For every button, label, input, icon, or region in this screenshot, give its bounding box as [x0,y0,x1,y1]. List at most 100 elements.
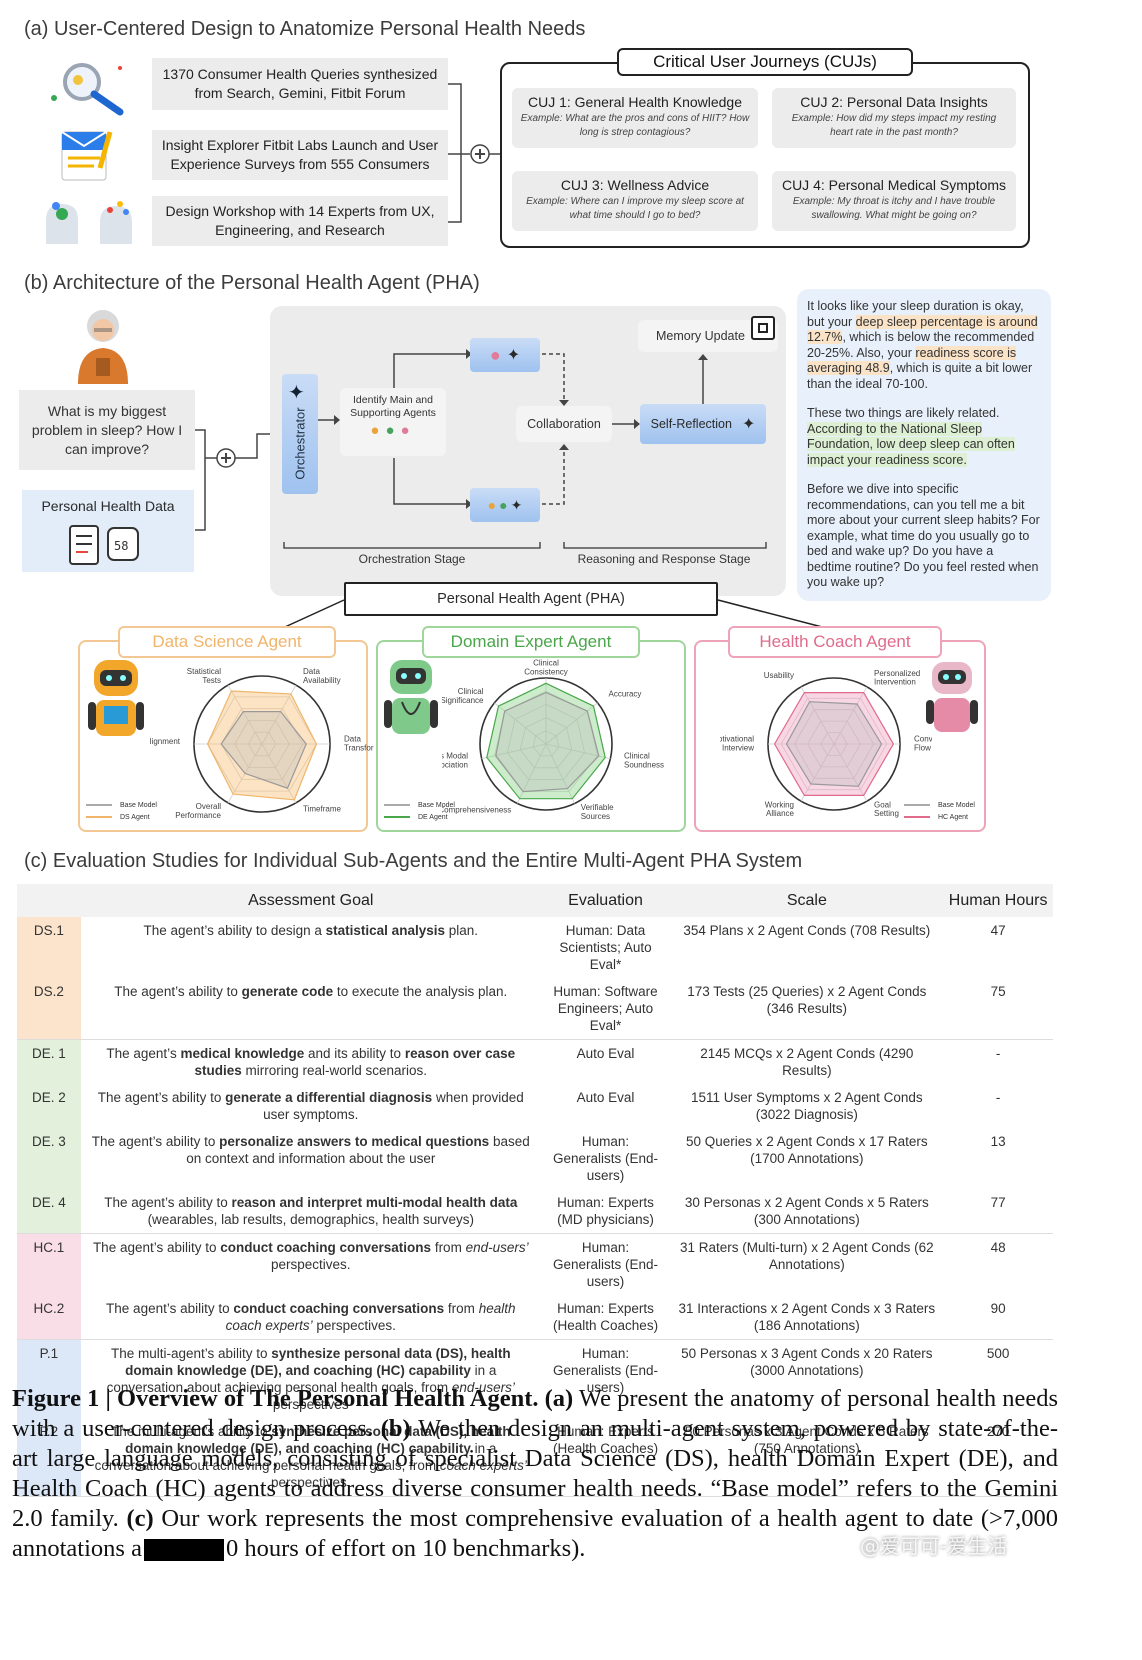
sparkle-icon: ✦ [741,416,756,433]
row-evaluation: Human: Experts (Health Coaches) [540,1418,671,1497]
de-legend: Base Model DE Agent [384,800,455,824]
hc-robot-icon [926,658,980,738]
row-goal: The agent’s ability to reason and interp… [80,1189,541,1234]
user-avatar [70,302,136,384]
radar-spoke [800,686,835,745]
radar-spoke [227,684,263,745]
legend-text: Base Model [938,802,975,809]
radar-spoke [833,743,868,802]
row-scale: 31 Interactions x 2 Agent Conds x 3 Rate… [670,1295,944,1340]
radar-base-area [220,710,307,789]
radar-grid [506,703,586,781]
legend-text: Base Model [418,802,455,809]
cuj-2: CUJ 2: Personal Data Insights Example: H… [772,88,1016,148]
row-evaluation: Human: Generalists (End-users) [553,1346,659,1395]
cuj-heading: Critical User Journeys (CUJs) [617,48,913,76]
radar-axis-label: DataTransformation [344,735,374,753]
radar-grid [532,730,560,757]
row-evaluation: Auto Eval [576,1090,635,1105]
row-evaluation: Human: Experts (Health Coaches) [540,1295,671,1340]
row-id: DS.1 [17,917,81,978]
row-goal: The agent’s ability to generate a differ… [97,1090,524,1122]
row-goal: The agent’s ability to design a statisti… [143,923,479,938]
row-scale: 50 Queries x 2 Agent Conds x 17 Raters (… [686,1134,928,1166]
ds-robot-icon [86,656,148,746]
cuj-3: CUJ 3: Wellness Advice Example: Where ca… [512,171,758,231]
personal-data-box: Personal Health Data 58 [22,490,194,572]
caption-occluded [143,1539,224,1562]
row-goal: The agent’s ability to conduct coaching … [80,1295,541,1340]
table-header-hours: Human Hours [943,884,1053,917]
source-box-queries: 1370 Consumer Health Queries synthesized… [152,58,448,110]
section-c-title: (c) Evaluation Studies for Individual Su… [24,850,803,872]
row-hours: 13 [990,1134,1006,1149]
radar-axis-label: Usability [764,671,794,680]
row-scale: 2145 MCQs x 2 Agent Conds (4290 Results) [700,1046,914,1078]
de-agent-label: Domain Expert Agent [422,626,640,658]
row-hours: 90 [943,1295,1053,1340]
de-legend-agent: DE Agent [384,812,455,824]
row-id: P.1 [17,1339,81,1418]
radar-agent-area [773,691,895,796]
row-scale: 173 Tests (25 Queries) x 2 Agent Conds (… [670,978,944,1040]
row-evaluation: Human: Software Engineers; Auto Eval* [540,978,671,1040]
section-b-title: (b) Architecture of the Personal Health … [24,272,480,294]
row-hours: 48 [990,1240,1006,1255]
row-scale: 1511 User Symptoms x 2 Agent Conds (3022… [691,1090,923,1122]
user-question: What is my biggest problem in sleep? How… [19,390,195,470]
cuj-1: CUJ 1: General Health Knowledge Example:… [512,88,758,148]
ds-legend: Base Model DS Agent [86,800,157,824]
row-goal: The multi-agent’s ability to synthesize … [80,1418,541,1497]
row-id: HC.1 [17,1233,81,1295]
ds-legend-base: Base Model [86,800,157,812]
legend-text: DE Agent [418,814,448,821]
radar-spoke [800,743,835,802]
stage-brackets [283,542,767,549]
identify-agents-box: Identify Main and Supporting Agents ●●● [340,388,446,456]
self-reflection-box: Self-Reflection✦ [640,404,766,444]
de-legend-base: Base Model [384,800,455,812]
row-evaluation: Human: Data Scientists; Auto Eval* [559,923,652,972]
health-data-icon: 58 [69,525,139,565]
row-goal: The agent’s medical knowledge and its ab… [106,1046,516,1078]
ds-agent-label: Data Science Agent [118,626,336,658]
radar-spoke [545,743,575,804]
row-scale: 354 Plans x 2 Agent Conds (708 Results) [683,923,931,938]
radar-axis-label: ConversationFlow [914,735,932,753]
row-goal: The agent’s ability to personalize answe… [91,1134,530,1166]
source-box-surveys: Insight Explorer Fitbit Labs Launch and … [152,130,448,180]
radar-agent-area [206,690,318,801]
branch-connectors [393,349,569,509]
agent-robots-icon: ●●● [370,422,416,439]
collaboration-box: Collaboration [516,406,612,442]
radar-spoke [517,743,547,804]
row-goal: The multi-agent’s ability to synthesize … [106,1346,515,1412]
row-scale: 50 Personas x 3 Agent Conds x 5 Raters (… [670,1418,944,1497]
hc-legend: Base Model HC Agent [904,800,975,824]
row-hours: 500 [986,1346,1010,1361]
cuj-4-example: Example: My throat is itchy and I have t… [792,196,996,221]
section-a-title: (a) User-Centered Design to Anatomize Pe… [24,18,586,40]
table-header-row: Assessment Goal Evaluation Scale Human H… [17,884,1053,917]
row-evaluation: Human: Generalists (End-users) [553,1240,659,1289]
radar-spoke [545,743,611,760]
row-hours: 75 [943,978,1053,1040]
response-paragraph-2: These two things are likely related. Acc… [807,406,1041,468]
hc-radar-chart: PersonalizedInterventionConversationFlow… [720,669,932,818]
caption-a-text: We present the anatomy of personal healt… [12,1385,1058,1442]
ds-legend-agent: DS Agent [86,812,157,824]
radar-spoke [261,684,297,745]
caption-b-label: (b) [380,1415,411,1442]
row-id: DS.2 [17,978,81,1040]
cuj-1-example: Example: What are the pros and cons of H… [520,113,750,138]
figure-caption: Figure 1 | Overview of The Personal Heal… [12,1384,1058,1564]
response-text: These two things are likely related. [807,406,1000,420]
